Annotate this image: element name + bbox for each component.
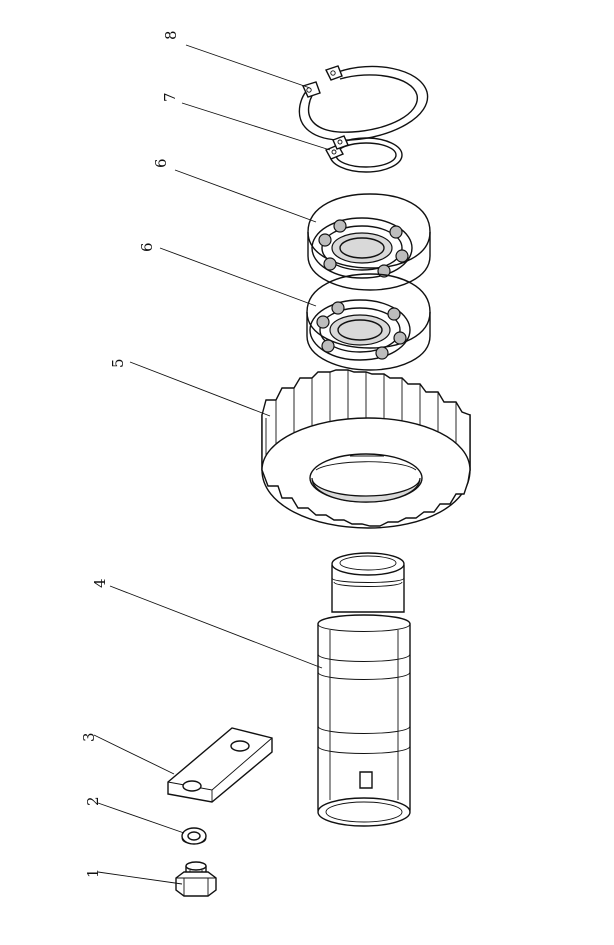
callout-1-number: 1 <box>84 868 102 878</box>
small-snap-ring <box>325 135 403 173</box>
large-snap-ring <box>298 65 429 141</box>
callout-6-upper-number: 6 <box>152 158 170 168</box>
callout-6-upper: 6 <box>152 158 317 223</box>
callout-8-number: 8 <box>162 30 180 40</box>
callout-6-lower: 6 <box>138 242 317 307</box>
bolt <box>175 861 217 897</box>
bearing-upper <box>307 193 431 291</box>
washer <box>181 827 207 845</box>
callout-3-number: 3 <box>80 732 98 742</box>
callout-7-number: 7 <box>161 92 179 102</box>
callout-5-number: 5 <box>109 358 127 368</box>
callout-2-number: 2 <box>84 796 102 806</box>
callout-3: 3 <box>80 732 175 775</box>
gear <box>261 369 471 529</box>
shaft <box>317 552 411 827</box>
callout-5: 5 <box>109 358 271 417</box>
callout-4-number: 4 <box>91 578 109 588</box>
callout-7: 7 <box>161 92 331 151</box>
callout-4: 4 <box>91 578 323 669</box>
callout-2: 2 <box>84 796 185 834</box>
callout-8: 8 <box>162 30 311 89</box>
lock-plate <box>167 727 273 803</box>
callout-1: 1 <box>84 868 183 885</box>
bearing-lower <box>306 273 431 371</box>
callout-6-lower-number: 6 <box>138 242 156 252</box>
